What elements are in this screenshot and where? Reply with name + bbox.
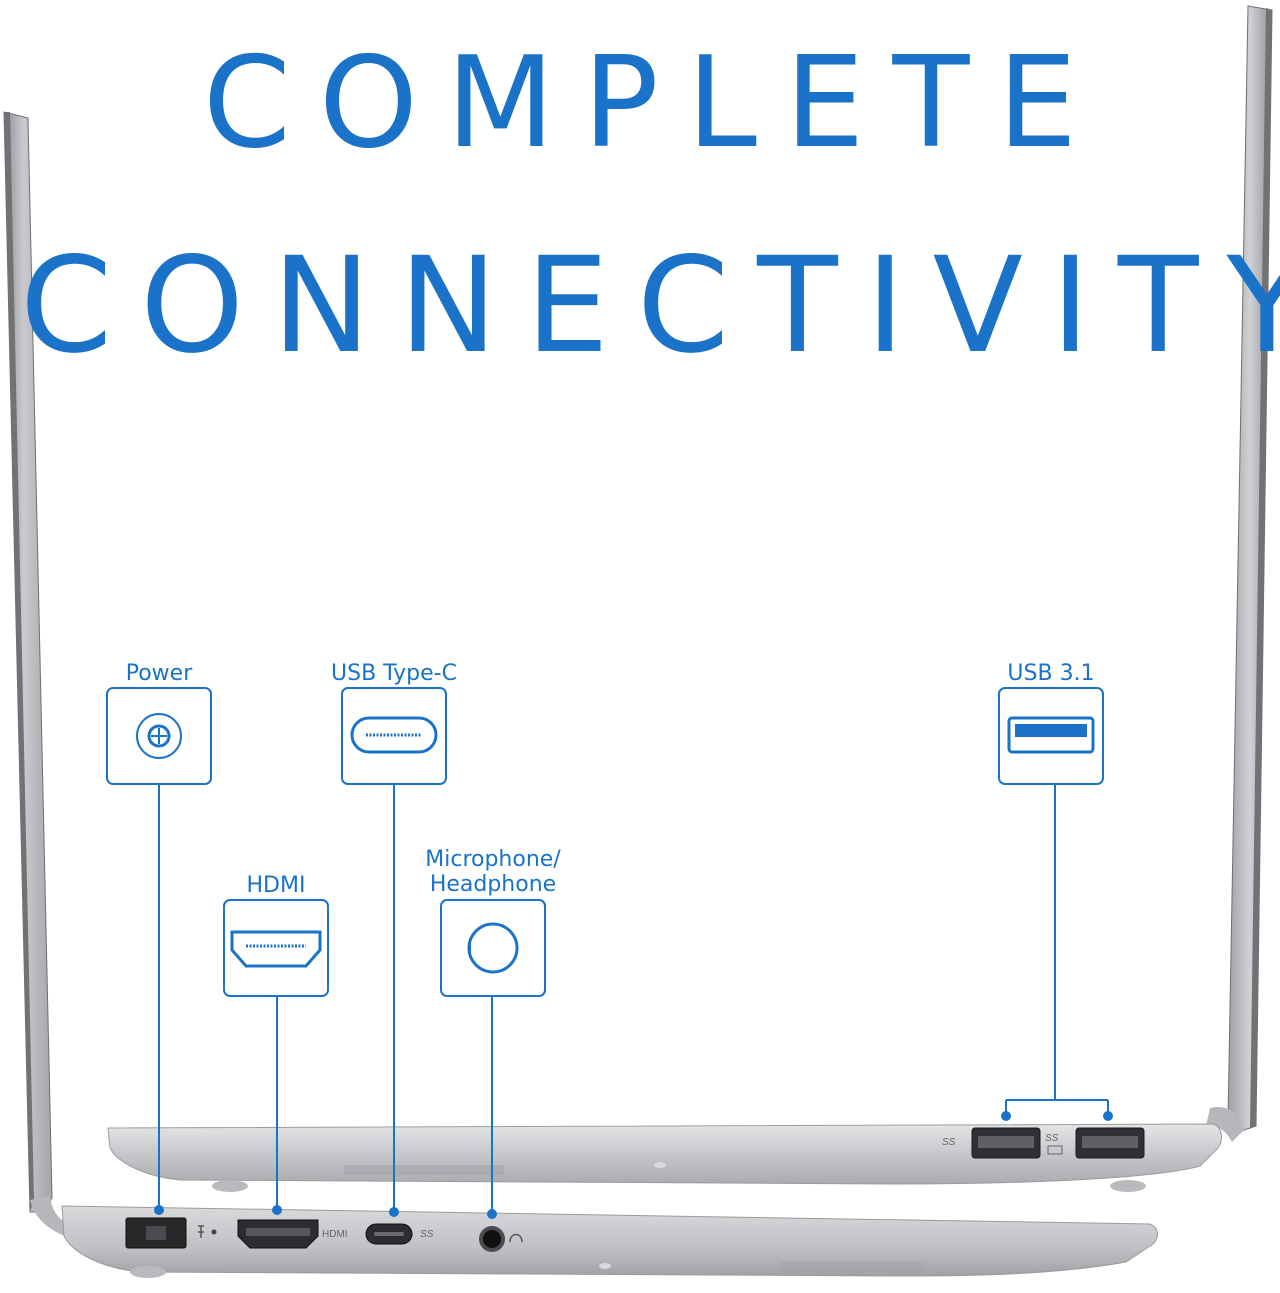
audio-label-line-1: Microphone/ — [425, 847, 561, 872]
back-laptop-base — [107, 1123, 1222, 1192]
usb-c-label: USB Type-C — [331, 661, 457, 686]
right-lid — [1206, 5, 1273, 1142]
chassis-ss-marking-back-2: SS — [1045, 1133, 1059, 1144]
usb31-leader-line — [1005, 784, 1109, 1116]
power-jack-icon — [136, 713, 182, 759]
usb-a-icon — [1007, 716, 1095, 754]
usb-c-icon — [350, 716, 438, 754]
audio-label: Microphone/ Headphone — [403, 847, 583, 897]
chassis-ss-marking-front: SS — [420, 1229, 434, 1240]
audio-callout-box — [440, 899, 546, 997]
hdmi-label: HDMI — [246, 873, 306, 898]
power-label: Power — [125, 661, 193, 686]
hdmi-callout-box — [223, 899, 329, 997]
chassis-ss-marking-back-1: SS — [942, 1137, 956, 1148]
headline-line-2: CONNECTIVITY — [20, 229, 1280, 383]
front-laptop-base — [61, 1205, 1158, 1278]
usb31-label: USB 3.1 — [1007, 661, 1095, 686]
usb31-callout-box — [998, 687, 1104, 785]
audio-label-line-2: Headphone — [429, 871, 557, 897]
headline-line-1: COMPLETE — [202, 29, 1106, 176]
audio-jack-icon — [467, 922, 519, 974]
chassis-hdmi-marking: HDMI — [322, 1229, 348, 1240]
hdmi-icon — [230, 930, 322, 968]
